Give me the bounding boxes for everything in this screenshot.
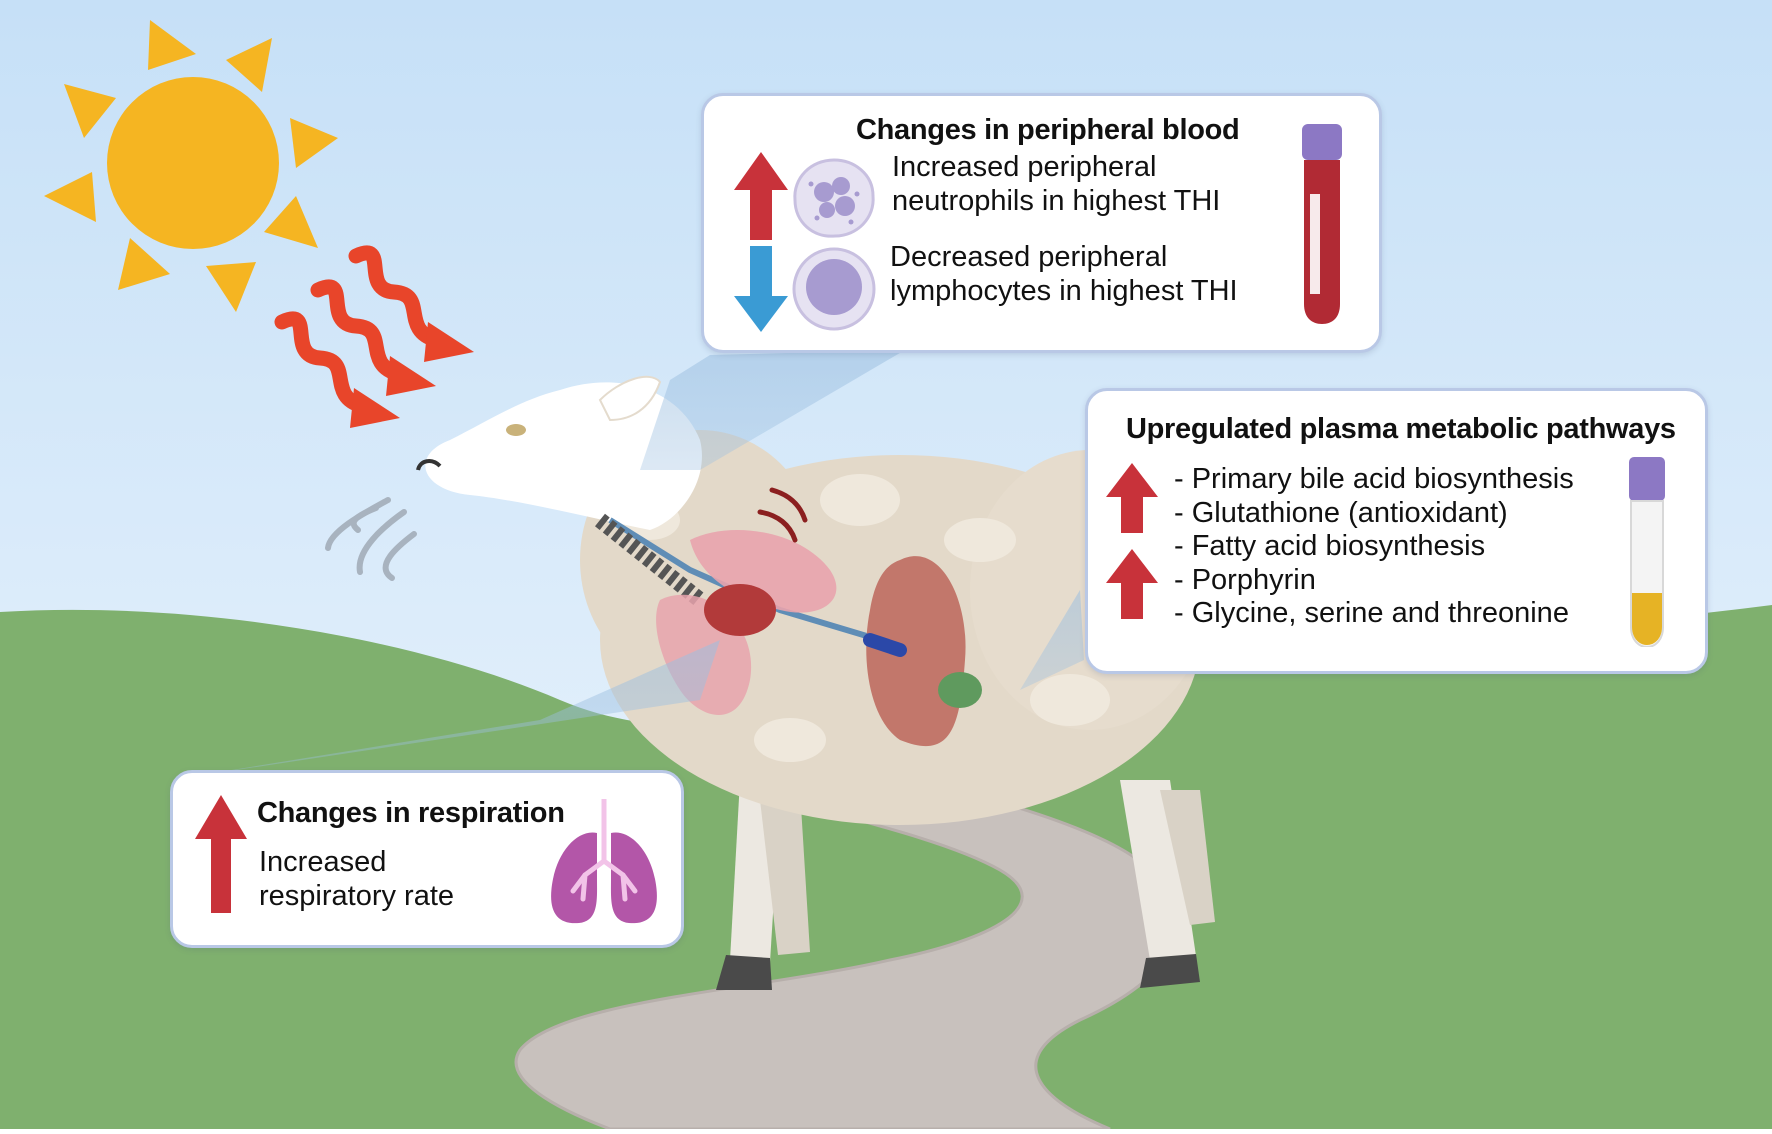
lymphocyte-line-1: Decreased peripheral [890,241,1168,273]
heat-wave-arrows [274,245,444,414]
up-arrow-icon [1106,549,1158,619]
neutrophil-line-1: Increased peripheral [892,151,1157,183]
metabolic-item-1: - Primary bile acid biosynthesis [1174,463,1574,495]
respiration-panel-title: Changes in respiration [257,797,565,829]
respiration-text: Increased respiratory rate [259,845,454,913]
blood-panel-title: Changes in peripheral blood [856,114,1240,146]
down-arrow-icon [734,246,788,332]
lymphocyte-cell-icon [792,247,876,331]
metabolic-item-2: - Glutathione (antioxidant) [1174,496,1508,529]
peripheral-blood-panel: Changes in peripheral blood Increased pe… [701,93,1382,353]
sun-icon [44,20,338,312]
metabolic-item-3: - Fatty acid biosynthesis [1174,530,1486,562]
metabolic-panel-title: Upregulated plasma metabolic pathways [1126,413,1676,445]
lungs-icon [551,799,657,924]
beam-blood [640,350,905,470]
metabolic-pathways-panel: Upregulated plasma metabolic pathways - … [1085,388,1708,674]
lungs-organ [690,530,837,613]
heat-arrowheads [350,322,474,428]
metabolic-item-5: - Glycine, serine and threonine [1174,597,1569,629]
respiration-line-1: Increased [259,846,387,878]
lymphocyte-line-2: lymphocytes in highest THI [890,275,1238,307]
neutrophil-cell-icon [793,158,875,238]
lymphocyte-text: Decreased peripheral lymphocytes in high… [890,240,1238,308]
up-arrow-icon [1106,463,1158,533]
metabolic-item-4: - Porphyrin [1174,563,1316,596]
up-arrow-icon [734,152,788,240]
respiration-line-2: respiratory rate [259,880,455,912]
heat-marks [757,487,808,543]
neutrophil-line-2: neutrophils in highest THI [892,185,1221,217]
stomach-organ [938,672,982,708]
breath-icon [325,497,417,581]
beam-respiration [170,640,720,780]
beam-metabolic [1020,590,1084,690]
up-arrow-icon [195,795,247,913]
plasma-tube-icon [1629,457,1665,647]
respiration-panel: Changes in respiration Increased respira… [170,770,684,948]
neutrophil-text: Increased peripheral neutrophils in high… [892,150,1220,218]
metabolic-list: - Primary bile acid biosynthesis - Gluta… [1174,463,1574,631]
blood-tube-icon [1302,124,1342,324]
trachea [595,513,705,607]
